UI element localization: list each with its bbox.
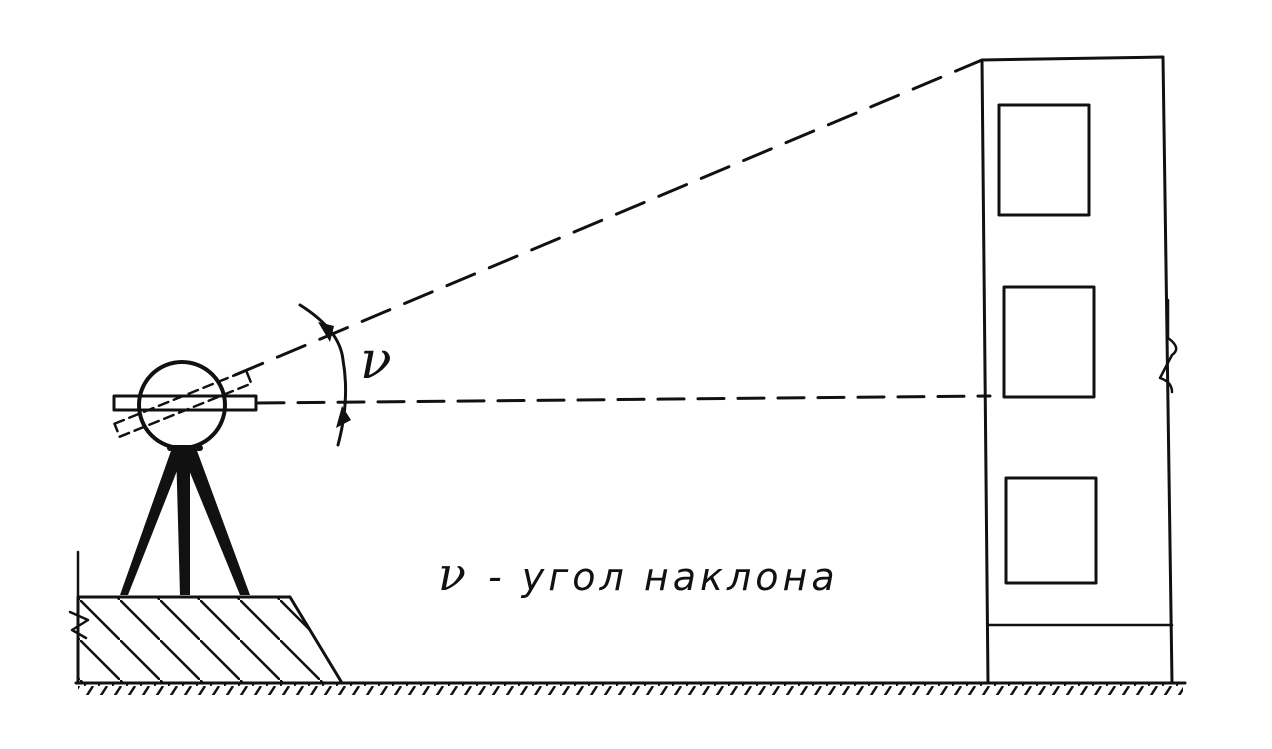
ground — [74, 681, 1187, 695]
horizontal-sight-line — [256, 394, 992, 405]
caption-symbol: ν — [438, 547, 466, 601]
window-middle — [1002, 285, 1096, 399]
angle-label: ν — [360, 331, 392, 391]
arc-arrow-top — [318, 322, 334, 342]
telescope-tilted — [113, 369, 253, 438]
caption: ν - угол наклона — [438, 547, 839, 601]
angle-arc — [298, 303, 351, 447]
tripod — [120, 445, 250, 595]
caption-text: - угол наклона — [488, 555, 839, 599]
arc-arrow-bottom — [336, 406, 351, 428]
inclined-sight-line — [233, 58, 984, 377]
foundation-block — [68, 550, 344, 685]
theodolite — [112, 360, 258, 450]
window-top — [997, 103, 1091, 217]
building — [980, 55, 1178, 685]
building-break-mark — [1158, 298, 1178, 394]
window-bottom — [1004, 476, 1098, 585]
telescope-horizontal — [112, 394, 258, 412]
